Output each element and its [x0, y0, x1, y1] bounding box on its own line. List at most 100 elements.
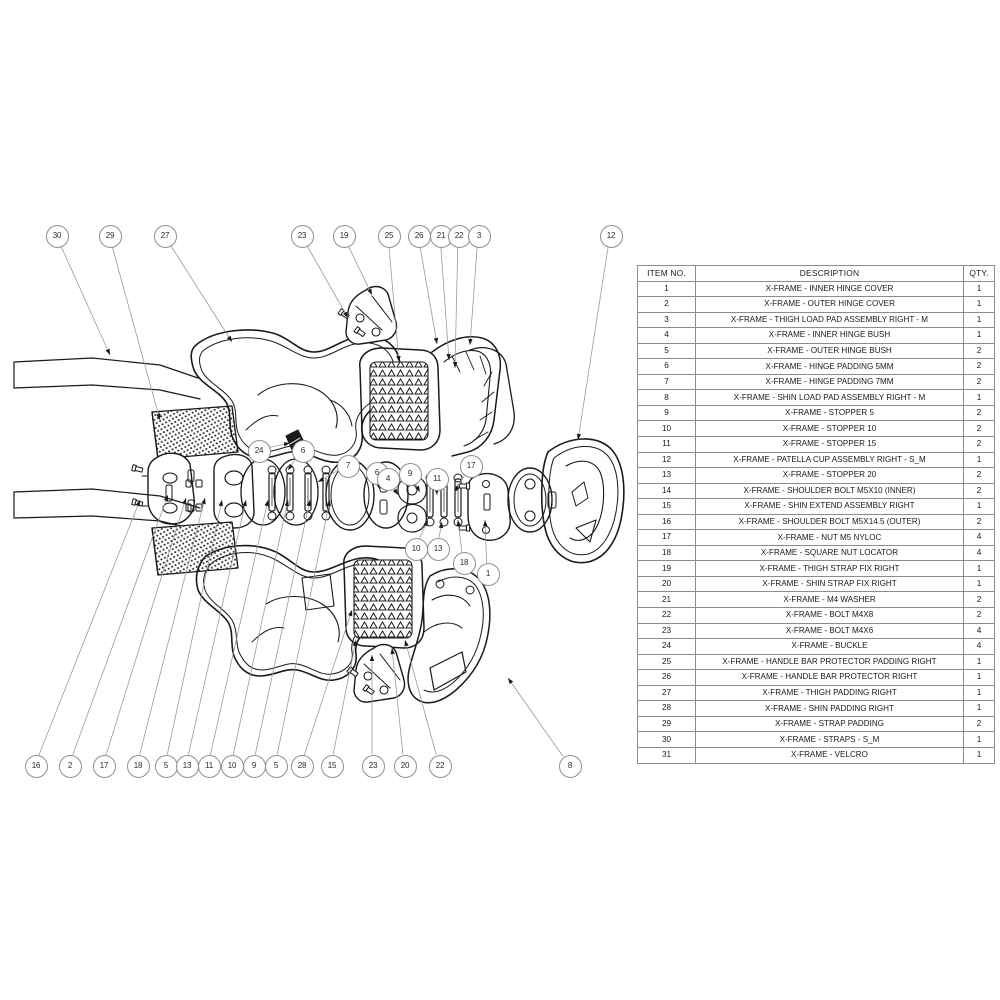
callout-balloon-11[interactable]: 11 — [197, 754, 221, 778]
cell-qty: 2 — [963, 607, 995, 624]
cell-description: X-FRAME - STOPPER 15 — [695, 436, 964, 453]
cell-item-no: 4 — [637, 327, 696, 344]
cell-qty: 2 — [963, 373, 995, 391]
leader-line-2 — [72, 494, 169, 756]
callout-balloon-18[interactable]: 18 — [452, 551, 476, 575]
callout-balloon-7[interactable]: 7 — [336, 454, 360, 478]
callout-balloon-23[interactable]: 23 — [290, 224, 314, 248]
cell-qty: 1 — [963, 280, 995, 298]
callout-balloon-17[interactable]: 17 — [459, 454, 483, 478]
leader-arrowhead-19 — [367, 288, 372, 295]
callout-balloon-27[interactable]: 27 — [153, 224, 177, 248]
cell-description: X-FRAME - SHIN EXTEND ASSEMBLY RIGHT — [695, 498, 964, 515]
cell-description: X-FRAME - SHOULDER BOLT M5X14.5 (OUTER) — [695, 513, 964, 531]
callout-balloon-29[interactable]: 29 — [98, 224, 122, 248]
cell-qty: 1 — [963, 389, 995, 406]
callout-balloon-26[interactable]: 26 — [407, 224, 431, 248]
callout-balloon-12[interactable]: 12 — [599, 224, 623, 248]
callout-balloon-2[interactable]: 2 — [58, 754, 82, 778]
callout-balloon-20[interactable]: 20 — [393, 754, 417, 778]
header-description: DESCRIPTION — [695, 265, 964, 282]
callout-balloon-1[interactable]: 1 — [476, 562, 500, 586]
callout-balloon-11[interactable]: 11 — [425, 467, 449, 491]
callout-balloon-22[interactable]: 22 — [428, 754, 452, 778]
cell-item-no: 30 — [637, 731, 696, 748]
cell-item-no: 23 — [637, 622, 696, 640]
cell-qty: 1 — [963, 296, 995, 313]
callout-balloon-6[interactable]: 6 — [291, 439, 315, 463]
cell-qty: 2 — [963, 467, 995, 484]
callout-balloon-30[interactable]: 30 — [45, 224, 69, 248]
cell-description: X-FRAME - SHIN LOAD PAD ASSEMBLY RIGHT -… — [695, 389, 964, 406]
cell-qty: 2 — [963, 420, 995, 438]
leader-arrowhead-23 — [369, 655, 375, 661]
cell-item-no: 22 — [637, 607, 696, 624]
cell-qty: 1 — [963, 311, 995, 329]
callout-balloon-16[interactable]: 16 — [24, 754, 48, 778]
leader-line-18 — [139, 497, 206, 755]
callout-balloon-22[interactable]: 22 — [447, 224, 471, 248]
leader-arrowhead-18 — [201, 498, 206, 505]
callout-balloon-9[interactable]: 9 — [242, 754, 266, 778]
callout-balloon-18[interactable]: 18 — [126, 754, 150, 778]
callout-balloon-19[interactable]: 19 — [332, 224, 356, 248]
cell-qty: 2 — [963, 715, 995, 733]
callout-balloon-28[interactable]: 28 — [290, 754, 314, 778]
leader-line-20 — [391, 647, 404, 755]
cell-qty: 1 — [963, 731, 995, 748]
callout-balloon-17[interactable]: 17 — [92, 754, 116, 778]
cell-description: X-FRAME - VELCRO — [695, 746, 964, 764]
leader-line-23 — [305, 243, 349, 319]
callout-balloon-13[interactable]: 13 — [175, 754, 199, 778]
callout-balloon-5[interactable]: 5 — [264, 754, 288, 778]
cell-item-no: 1 — [637, 280, 696, 298]
callout-balloon-9[interactable]: 9 — [398, 462, 422, 486]
leader-line-16 — [38, 499, 141, 756]
cell-qty: 4 — [963, 622, 995, 640]
callout-balloon-24[interactable]: 24 — [247, 439, 271, 463]
leader-arrowhead-18 — [456, 520, 461, 527]
cell-qty: 2 — [963, 404, 995, 422]
callout-balloon-21[interactable]: 21 — [429, 224, 453, 248]
leader-arrowhead-15 — [352, 640, 357, 647]
cell-description: X-FRAME - OUTER HINGE COVER — [695, 296, 964, 313]
callout-balloon-13[interactable]: 13 — [426, 537, 450, 561]
callout-balloon-8[interactable]: 8 — [558, 754, 582, 778]
cell-item-no: 17 — [637, 529, 696, 546]
callout-balloon-25[interactable]: 25 — [377, 224, 401, 248]
cell-qty: 2 — [963, 358, 995, 375]
leader-arrowhead-17 — [455, 485, 460, 492]
cell-item-no: 20 — [637, 575, 696, 593]
leader-arrowhead-1 — [483, 520, 488, 527]
callout-balloon-3[interactable]: 3 — [467, 224, 491, 248]
cell-qty: 1 — [963, 560, 995, 577]
callout-balloon-15[interactable]: 15 — [320, 754, 344, 778]
cell-qty: 2 — [963, 342, 995, 360]
cell-description: X-FRAME - STRAP PADDING — [695, 715, 964, 733]
leader-arrowhead-11 — [264, 500, 269, 507]
cell-qty: 4 — [963, 544, 995, 562]
callout-balloon-5[interactable]: 5 — [154, 754, 178, 778]
cell-qty: 1 — [963, 669, 995, 686]
callout-balloon-10[interactable]: 10 — [220, 754, 244, 778]
cell-description: X-FRAME - BOLT M4X8 — [695, 607, 964, 624]
leader-arrowhead-30 — [105, 348, 110, 355]
leader-arrowhead-4 — [392, 488, 398, 495]
callout-balloon-4[interactable]: 4 — [376, 467, 400, 491]
cell-qty: 1 — [963, 746, 995, 764]
callout-balloon-23[interactable]: 23 — [361, 754, 385, 778]
leader-arrowhead-24 — [283, 442, 290, 447]
cell-item-no: 15 — [637, 498, 696, 515]
cell-description: X-FRAME - PATELLA CUP ASSEMBLY RIGHT - S… — [695, 451, 964, 469]
cell-qty: 1 — [963, 575, 995, 593]
leader-line-9 — [254, 499, 311, 755]
callout-balloon-10[interactable]: 10 — [404, 537, 428, 561]
cell-item-no: 29 — [637, 715, 696, 733]
